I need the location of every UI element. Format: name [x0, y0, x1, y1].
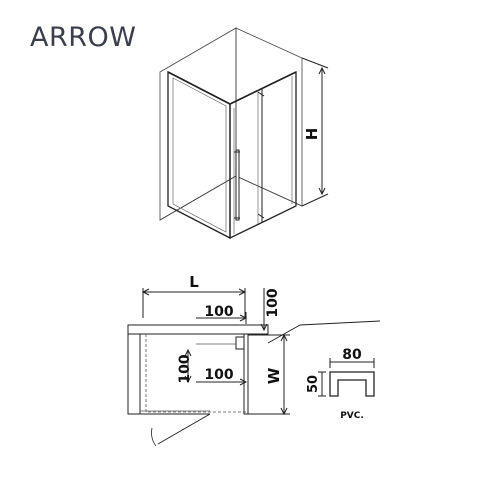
iso-side-panel: [167, 70, 231, 240]
dim-left-100-vertical: 100: [177, 354, 193, 383]
brand-logo-text: ARROW: [30, 22, 137, 53]
dim-right-100: 100: [265, 288, 281, 317]
dim-center-100: 100: [204, 367, 233, 383]
height-label: H: [303, 128, 321, 141]
dim-top-100: 100: [204, 304, 233, 320]
profile-height-label: 50: [306, 375, 321, 393]
pvc-profile: [318, 358, 375, 397]
length-label: L: [189, 273, 199, 291]
profile-material-label: PVC.: [340, 411, 364, 421]
profile-width-label: 80: [342, 347, 362, 363]
iso-front-panel: [229, 70, 297, 240]
iso-back-wall-left: [159, 27, 237, 221]
iso-enclosure: [159, 27, 329, 240]
plan-view: [127, 288, 381, 447]
width-label: W: [265, 367, 283, 384]
door-handle: [235, 149, 240, 221]
